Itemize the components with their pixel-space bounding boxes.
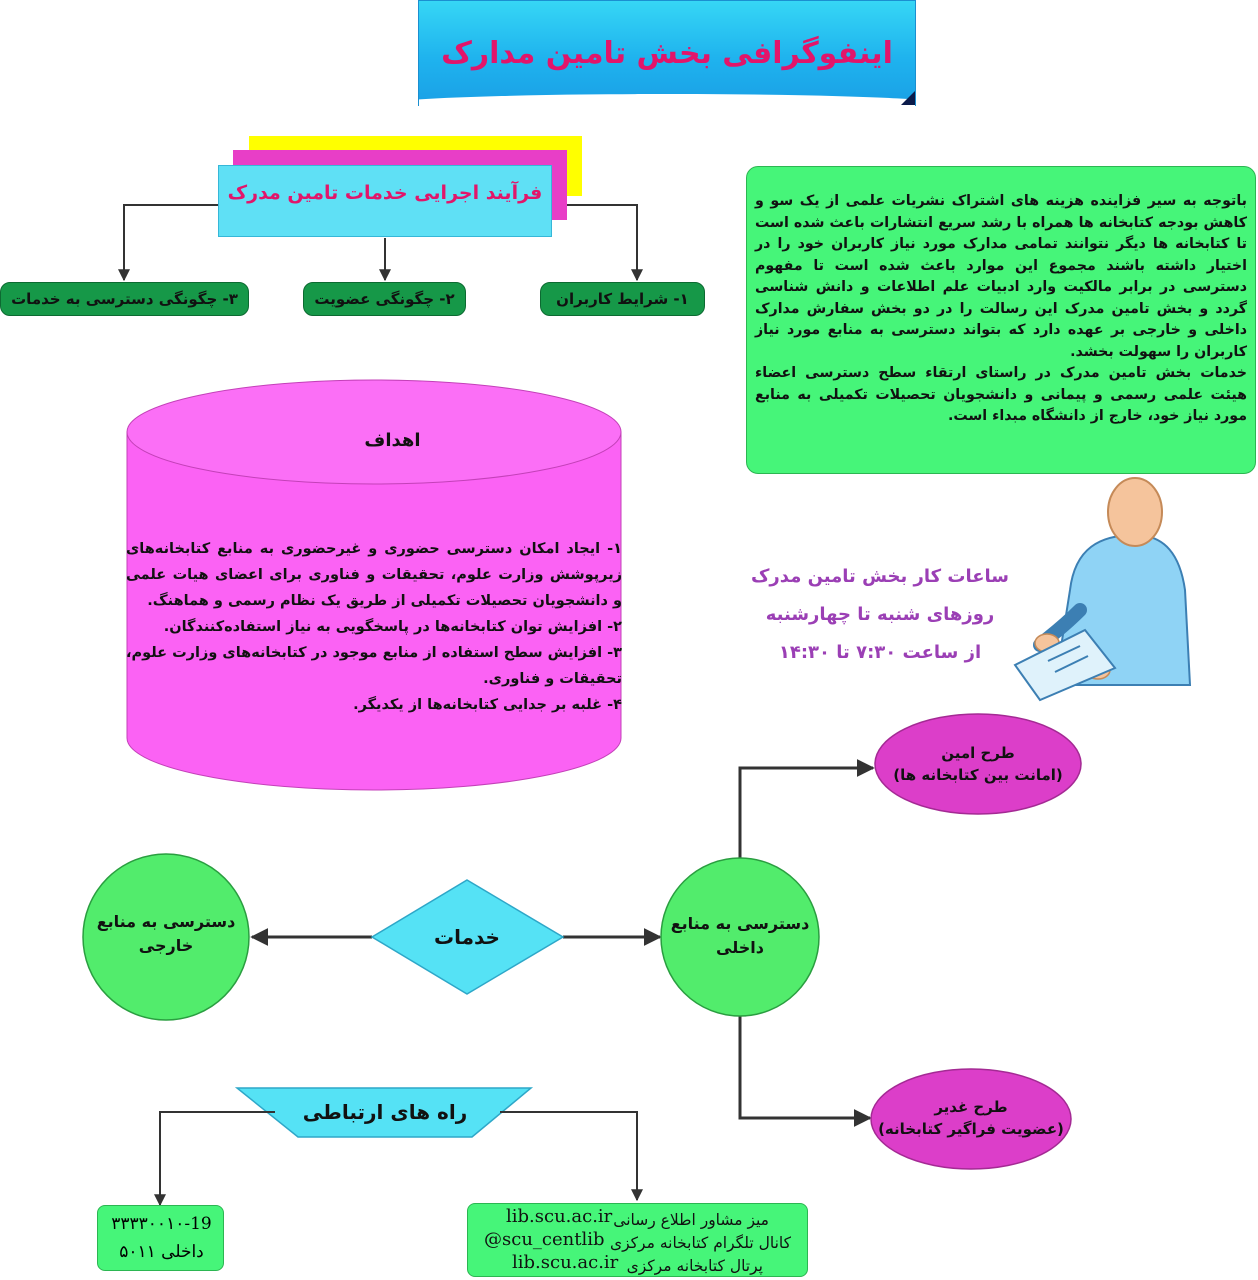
amin-ellipse: [874, 713, 1082, 815]
title-banner: اینفوگرافی بخش تامین مدارک: [418, 0, 916, 106]
internal-line1: دسترسی به منابع: [670, 914, 810, 933]
external-circle: [82, 853, 250, 1021]
goals-cylinder: [126, 379, 622, 791]
hours-title: ساعات کار بخش تامین مدرک: [751, 566, 1009, 587]
channel-link[interactable]: lib.scu.ac.ir: [506, 1206, 613, 1227]
goals-title: اهداف: [364, 430, 421, 451]
contact-trapezoid: [234, 1087, 534, 1138]
goal-item: ۱- ایجاد امکان دسترسی حضوری و غیرحضوری ب…: [126, 541, 622, 609]
channel-label: کانال تلگرام کتابخانه مرکزی: [609, 1234, 791, 1252]
hours-time: از ساعت ۷:۳۰ تا ۱۴:۳۰: [778, 642, 982, 663]
services-label: خدمات: [434, 925, 500, 949]
channel-label: پرتال کتابخانه مرکزی: [626, 1257, 763, 1275]
goal-item: ۴- غلبه بر جدایی کتابخانه‌ها از یکدیگر.: [353, 697, 622, 713]
channel-label: میز مشاور اطلاع رسانی: [613, 1211, 769, 1229]
phone-box: ۳۳۳۳۰۰۱۰-19 داخلی ۵۰۱۱: [97, 1205, 224, 1271]
connector-internal-ghadir: [738, 1015, 872, 1127]
ghadir-subtitle: (عضویت فراگیر کتابخانه): [878, 1120, 1064, 1138]
connector-contact-left: [154, 1111, 275, 1207]
ghadir-title: طرح غدیر: [934, 1098, 1008, 1116]
banner-fold: [901, 91, 915, 105]
ghadir-ellipse: [870, 1068, 1072, 1170]
hours-days: روزهای شنبه تا چهارشنبه: [765, 604, 995, 625]
internal-line2: داخلی: [716, 938, 764, 957]
goal-item: ۲- افزایش توان کتابخانه‌ها در پاسخگویی ب…: [163, 619, 622, 635]
info-paragraph: باتوجه به سیر فزاینده هزینه های اشتراک ن…: [755, 193, 1247, 360]
external-line2: خارجی: [138, 936, 194, 955]
external-label: دسترسی به منابع خارجی: [88, 910, 244, 958]
goals-list: ۱- ایجاد امکان دسترسی حضوری و غیرحضوری ب…: [126, 536, 622, 718]
process-item-label: ۳- چگونگی دسترسی به خدمات: [11, 290, 238, 308]
services-diamond: [370, 879, 565, 995]
channel-link[interactable]: lib.scu.ac.ir: [512, 1252, 619, 1273]
process-item-access: ۳- چگونگی دسترسی به خدمات: [0, 282, 249, 316]
amin-subtitle: (امانت بین کتابخانه ها): [893, 766, 1063, 784]
person-icon: [1013, 477, 1192, 702]
process-item-label: ۱- شرایط کاربران: [556, 290, 689, 308]
ghadir-label: طرح غدیر (عضویت فراگیر کتابخانه): [871, 1096, 1071, 1140]
amin-label: طرح امین (امانت بین کتابخانه ها): [878, 742, 1078, 786]
phone-extension: داخلی ۵۰۱۱: [119, 1242, 204, 1262]
process-item-label: ۲- چگونگی عضویت: [314, 290, 455, 308]
amin-title: طرح امین: [941, 744, 1015, 762]
connector-contact-right: [500, 1111, 643, 1202]
working-hours: ساعات کار بخش تامین مدرک روزهای شنبه تا …: [730, 558, 1030, 672]
contact-title: راه های ارتباطی: [302, 1100, 468, 1124]
internal-circle: [660, 857, 820, 1017]
process-item-users: ۱- شرایط کاربران: [540, 282, 705, 316]
phone-number: ۳۳۳۳۰۰۱۰-19: [111, 1214, 212, 1234]
internal-label: دسترسی به منابع داخلی: [665, 912, 815, 960]
goal-item: ۳- افزایش سطح استفاده از منابع موجود در …: [126, 645, 622, 687]
connector-internal-amin: [738, 759, 875, 858]
connector-process-right: [550, 204, 643, 282]
process-item-membership: ۲- چگونگی عضویت: [303, 282, 466, 316]
external-line1: دسترسی به منابع: [96, 912, 236, 931]
channel-link[interactable]: @scu_centlib: [484, 1229, 605, 1250]
process-title: فرآیند اجرایی خدمات تامین مدرک: [227, 182, 543, 204]
info-paragraph: خدمات بخش تامین مدرک در راستای ارتقاء سط…: [755, 365, 1247, 424]
connector-process-left: [118, 204, 218, 282]
info-box: باتوجه به سیر فزاینده هزینه های اشتراک ن…: [746, 166, 1256, 474]
process-card: فرآیند اجرایی خدمات تامین مدرک: [218, 165, 552, 237]
page-title: اینفوگرافی بخش تامین مدارک: [441, 35, 893, 71]
channels-box: میز مشاور اطلاع رسانی lib.scu.ac.ir کانا…: [467, 1203, 808, 1277]
